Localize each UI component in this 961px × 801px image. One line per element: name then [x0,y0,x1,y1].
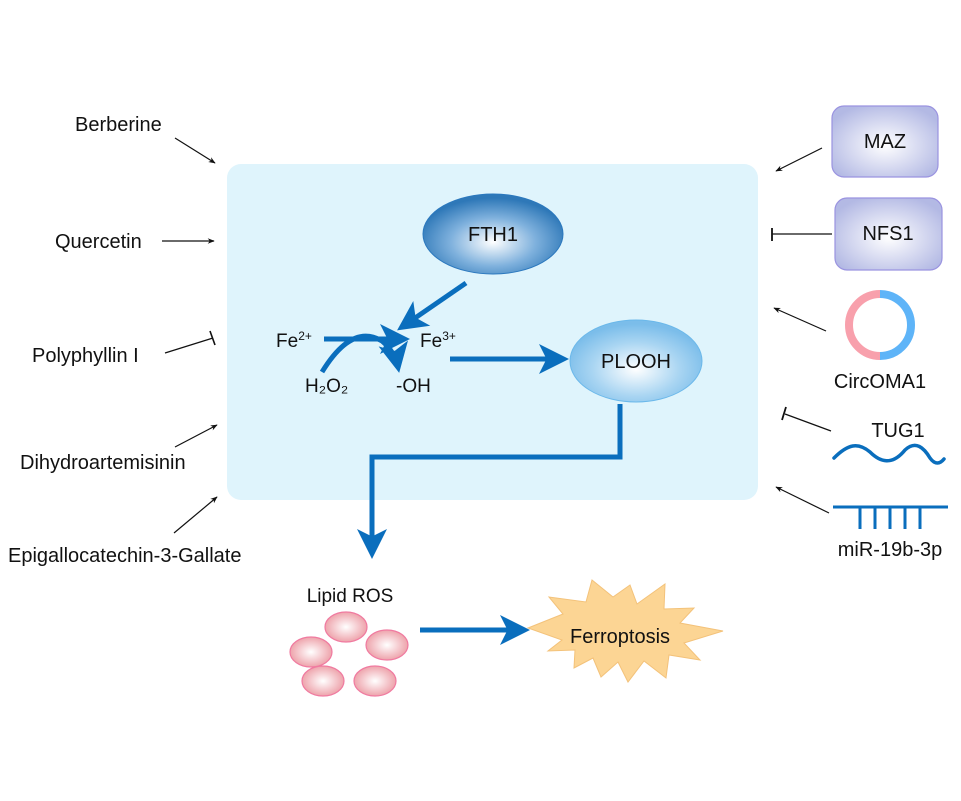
right-regulator-nfs1[interactable]: NFS1 [771,197,943,271]
egcg-promote-arrow [173,496,218,534]
berberine-promote-arrow [174,137,216,164]
circoma1-ring-right-half [879,290,915,360]
fth1-ellipse [422,193,564,275]
right-regulator-maz[interactable]: MAZ [775,105,939,178]
plooh-label: PLOOH [601,351,671,373]
lipid-droplet [324,611,368,643]
quercetin-label: Quercetin [55,231,142,253]
circoma1-label: CircOMA1 [834,371,926,393]
dihydroartemisinin-promote-arrow [174,424,218,448]
right-regulator-circoma1[interactable]: CircOMA1 [773,290,926,393]
right-regulator-mir-19b-3p[interactable]: miR-19b-3p [775,486,948,561]
egcg-label: Epigallocatechin-3-Gallate [8,545,241,567]
nfs1-box [834,197,943,271]
maz-promote-arrow [775,147,823,172]
polyphyllin-i-label: Polyphyllin I [32,345,139,367]
mir-19b-3p-promote-arrow [775,486,830,514]
maz-box [831,105,939,178]
right-regulator-tug1[interactable]: TUG1 [781,406,946,465]
tug1-label: TUG1 [871,420,924,442]
circoma1-promote-arrow [773,307,827,332]
fth1-label: FTH1 [468,224,518,246]
circoma1-ring-left-half [845,290,881,360]
polyphyllin-i-inhibit-bar [209,330,216,346]
h2o2-label: H₂O₂ [305,376,348,397]
fth1-node[interactable]: FTH1 [422,193,564,275]
ferroptosis-node[interactable]: Ferroptosis [526,579,724,683]
left-regulator-berberine[interactable]: Berberine [75,114,216,164]
dihydroartemisinin-label: Dihydroartemisinin [20,452,186,474]
plooh-ellipse [569,319,703,403]
lipid-droplet [365,629,409,661]
berberine-label: Berberine [75,114,162,136]
left-regulator-egcg[interactable]: Epigallocatechin-3-Gallate [8,496,241,567]
fe3-label: Fe3+ [420,329,456,352]
h2o2-to-oh-curve-arrow [319,333,408,374]
lipid-ros-droplets [289,611,409,697]
cell-panel [227,164,758,500]
nfs1-label: NFS1 [862,223,913,245]
lipid-droplet [289,636,333,668]
ferroptosis-label: Ferroptosis [570,626,670,648]
maz-label: MAZ [864,131,906,153]
fe2-label: Fe2+ [276,329,312,352]
lipid-droplet [353,665,397,697]
mir-19b-3p-label: miR-19b-3p [838,539,942,561]
tug1-inhibit-line [784,413,832,432]
hydroxyl-label: -OH [396,376,431,397]
plooh-to-lipid-ros-arrow [357,404,623,559]
ferroptosis-burst [526,579,724,683]
lipid-droplet [301,665,345,697]
left-regulator-quercetin[interactable]: Quercetin [55,231,215,253]
polyphyllin-i-inhibit-line [164,337,214,354]
fth1-arrow [397,280,468,331]
tug1-lncrna-wave-icon [832,443,946,465]
left-regulator-dihydroartemisinin[interactable]: Dihydroartemisinin [20,424,218,474]
mirna-comb-icon [833,505,948,529]
left-regulator-polyphyllin-i[interactable]: Polyphyllin I [32,330,216,367]
lipid-ros-label: Lipid ROS [307,586,394,607]
plooh-node[interactable]: PLOOH [569,319,703,403]
tug1-inhibit-bar [781,406,787,421]
